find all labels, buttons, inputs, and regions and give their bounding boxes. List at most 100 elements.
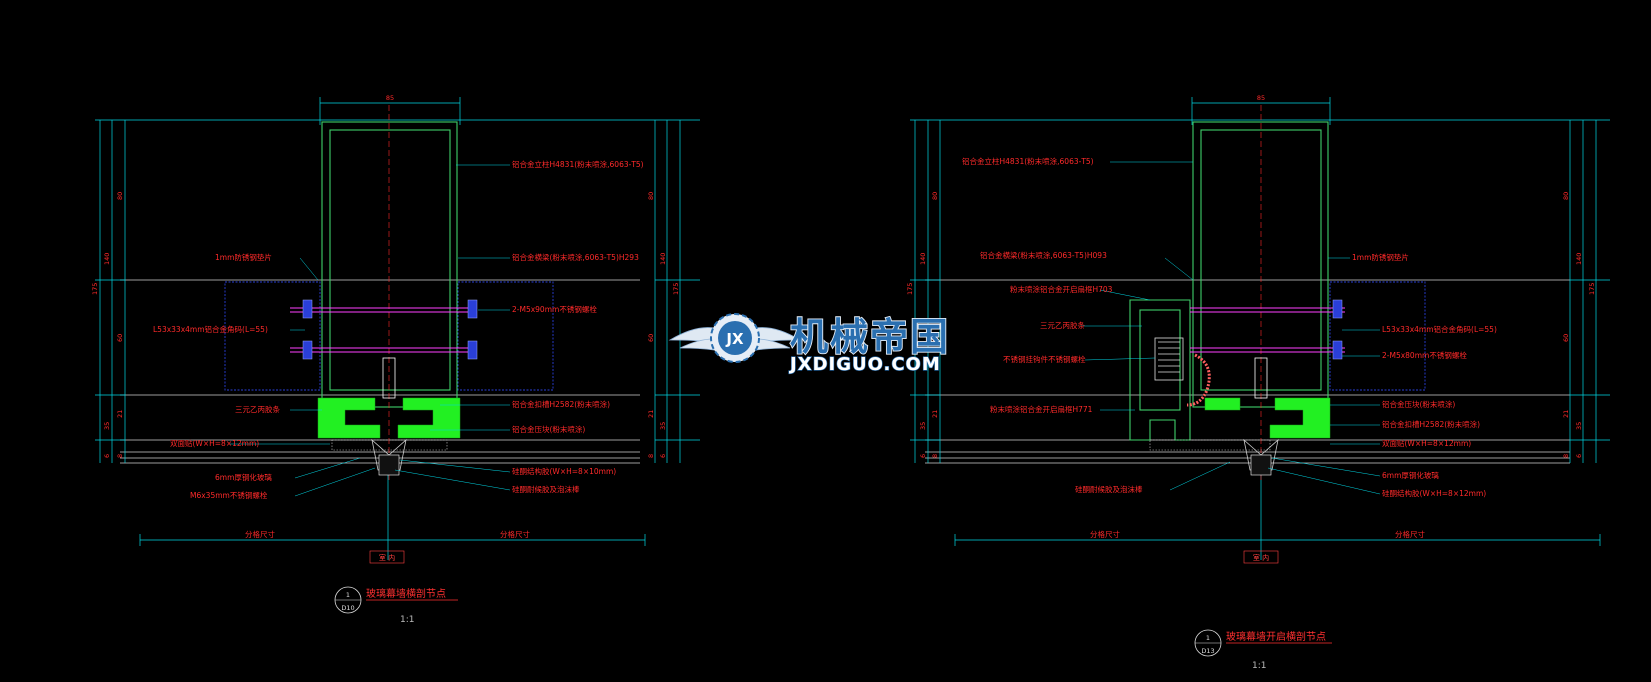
left-label-r0: 铝合金立柱H4831(粉末喷涂,6063-T5) [512, 159, 644, 169]
right-pressure-plate [1204, 397, 1331, 439]
left-center-screw [382, 357, 396, 399]
right-dim-a0: 175 [906, 283, 914, 295]
right-detail-title: 玻璃幕墙开启横剖节点 [1226, 630, 1326, 643]
right-dim-b1: 140 [1575, 253, 1583, 265]
right-dimension-lines [910, 97, 1610, 560]
left-dim-b3: 60 [647, 334, 655, 342]
right-dim-top: 85 [1257, 94, 1265, 102]
left-dim-text: 85 175 140 80 60 35 21 6 8 175 140 80 60… [91, 94, 680, 458]
left-label-l2: 三元乙丙胶条 [235, 404, 280, 414]
right-dim-b4: 35 [1575, 422, 1583, 430]
right-center-screw [1254, 357, 1268, 399]
right-label-l5: 粉末喷涂铝合金开启扇框H771 [990, 404, 1093, 414]
left-title-block: 1 D10 玻璃幕墙横剖节点 1:1 [334, 586, 458, 625]
right-detail-scale: 1:1 [1252, 661, 1266, 671]
right-label-r3: 铝合金压块(粉末喷涂) [1382, 399, 1455, 409]
right-section-tag-box [1243, 550, 1279, 564]
right-section-tag: 室 内 [1253, 553, 1269, 562]
right-leader-lines [1080, 161, 1381, 495]
left-pressure-plate [317, 397, 461, 439]
left-section-tag: 室 内 [379, 553, 395, 562]
right-horizontal-lines [925, 279, 1570, 464]
right-label-l6: 硅酮耐候胶及泡沫棒 [1075, 484, 1143, 494]
left-bottom-dim-1: 分格尺寸 [500, 529, 530, 539]
right-label-r2: 2-M5x80mm不锈钢螺栓 [1382, 350, 1467, 360]
right-dim-text: 85 175 140 80 60 35 21 6 8 175 140 80 60… [906, 94, 1596, 458]
right-dim-a7: 8 [931, 454, 939, 458]
left-label-l1: L53x33x4mm铝合金角码(L=55) [153, 324, 268, 334]
left-label-r4: 铝合金压块(粉末喷涂) [512, 424, 585, 434]
left-dim-a4: 35 [103, 422, 111, 430]
right-label-l4: 不锈钢挂钩件不锈钢螺栓 [1003, 354, 1086, 364]
right-label-r4: 铝合金扣槽H2582(粉末喷涂) [1382, 419, 1480, 429]
left-dim-b5: 21 [647, 410, 655, 418]
left-dim-a6: 6 [103, 454, 111, 458]
left-label-r5: 硅酮结构胶(W×H=8×10mm) [512, 466, 616, 476]
left-dim-b4: 35 [659, 422, 667, 430]
right-label-l2: 粉末喷涂铝合金开启扇框H703 [1010, 284, 1113, 294]
left-dim-a3: 60 [116, 334, 124, 342]
right-bottom-dim-0: 分格尺寸 [1090, 529, 1120, 539]
right-title-block: 1 D13 玻璃幕墙开启横剖节点 1:1 [1194, 629, 1332, 671]
right-dim-b0: 175 [1588, 283, 1596, 295]
left-mullion-profile [321, 121, 458, 408]
right-dim-b7: 8 [1562, 454, 1570, 458]
right-labels-left: 铝合金立柱H4831(粉末喷涂,6063-T5) 铝合金横梁(粉末喷涂,6063… [962, 156, 1143, 494]
right-bottom-dim-1: 分格尺寸 [1395, 529, 1425, 539]
right-label-r1: L53x33x4mm铝合金角码(L=55) [1382, 324, 1497, 334]
right-hinge-spring [1154, 337, 1184, 381]
right-dim-b3: 60 [1562, 334, 1570, 342]
right-dim-a3: 60 [931, 334, 939, 342]
left-bolt-lines [290, 307, 475, 353]
left-dim-b2: 80 [647, 192, 655, 200]
left-dimension-lines [95, 97, 700, 560]
right-dim-b2: 80 [1562, 192, 1570, 200]
left-dim-a5: 21 [116, 410, 124, 418]
right-bolt-lines [1190, 307, 1345, 353]
right-dim-a4: 35 [919, 422, 927, 430]
left-dim-a1: 140 [103, 253, 111, 265]
left-label-l3: 双面贴(W×H=8×12mm) [170, 438, 259, 448]
right-label-r7: 硅酮结构胶(W×H=8×12mm) [1382, 488, 1486, 498]
watermark-badge-text: JX [725, 330, 744, 348]
left-detail-title: 玻璃幕墙横剖节点 [366, 587, 446, 600]
left-label-l4: 6mm厚钢化玻璃 [215, 472, 272, 482]
right-label-r6: 6mm厚钢化玻璃 [1382, 470, 1439, 480]
right-bubble-top: 1 [1206, 634, 1210, 642]
right-dim-b6: 6 [1575, 454, 1583, 458]
right-dim-a1: 140 [919, 253, 927, 265]
right-label-l3: 三元乙丙胶条 [1040, 320, 1085, 330]
right-glass-sealant [1149, 438, 1279, 476]
left-dim-b6: 6 [659, 454, 667, 458]
right-dim-a2: 80 [931, 192, 939, 200]
right-dim-a6: 6 [919, 454, 927, 458]
right-bubble-bottom: D13 [1201, 647, 1214, 655]
right-label-r5: 双面贴(W×H=8×12mm) [1382, 438, 1471, 448]
left-leader-lines [230, 164, 511, 497]
right-dim-a5: 21 [931, 410, 939, 418]
left-label-r2: 2-M5x90mm不锈钢螺栓 [512, 304, 597, 314]
left-section-tag-box [369, 550, 405, 564]
left-dim-a2: 80 [116, 192, 124, 200]
left-dim-b0: 175 [672, 283, 680, 295]
left-dim-a0: 175 [91, 283, 99, 295]
left-label-r1: 铝合金横梁(粉末喷涂,6063-T5)H293 [512, 252, 639, 262]
right-dim-b5: 21 [1562, 410, 1570, 418]
left-dim-top: 85 [386, 94, 394, 102]
right-corner-panels [1329, 281, 1426, 391]
left-dim-b1: 140 [659, 253, 667, 265]
left-labels-left: 1mm防锈钢垫片 L53x33x4mm铝合金角码(L=55) 三元乙丙胶条 双面… [153, 252, 280, 500]
watermark-logo: JX 机械帝国 JXDIGUO.COM [668, 313, 950, 376]
right-bolt-heads [1332, 299, 1343, 360]
right-label-l0: 铝合金立柱H4831(粉末喷涂,6063-T5) [962, 156, 1094, 166]
watermark-gear-icon: JX [710, 313, 760, 363]
left-bubble-top: 1 [346, 591, 350, 599]
left-label-l5: M6x35mm不锈钢螺栓 [190, 490, 268, 500]
watermark-cn: 机械帝国 [790, 315, 950, 359]
right-labels-right: 1mm防锈钢垫片 L53x33x4mm铝合金角码(L=55) 2-M5x80mm… [1352, 252, 1497, 498]
left-glass-sealant [331, 438, 448, 476]
left-detail-scale: 1:1 [400, 615, 414, 625]
left-bolt-heads [302, 299, 478, 360]
